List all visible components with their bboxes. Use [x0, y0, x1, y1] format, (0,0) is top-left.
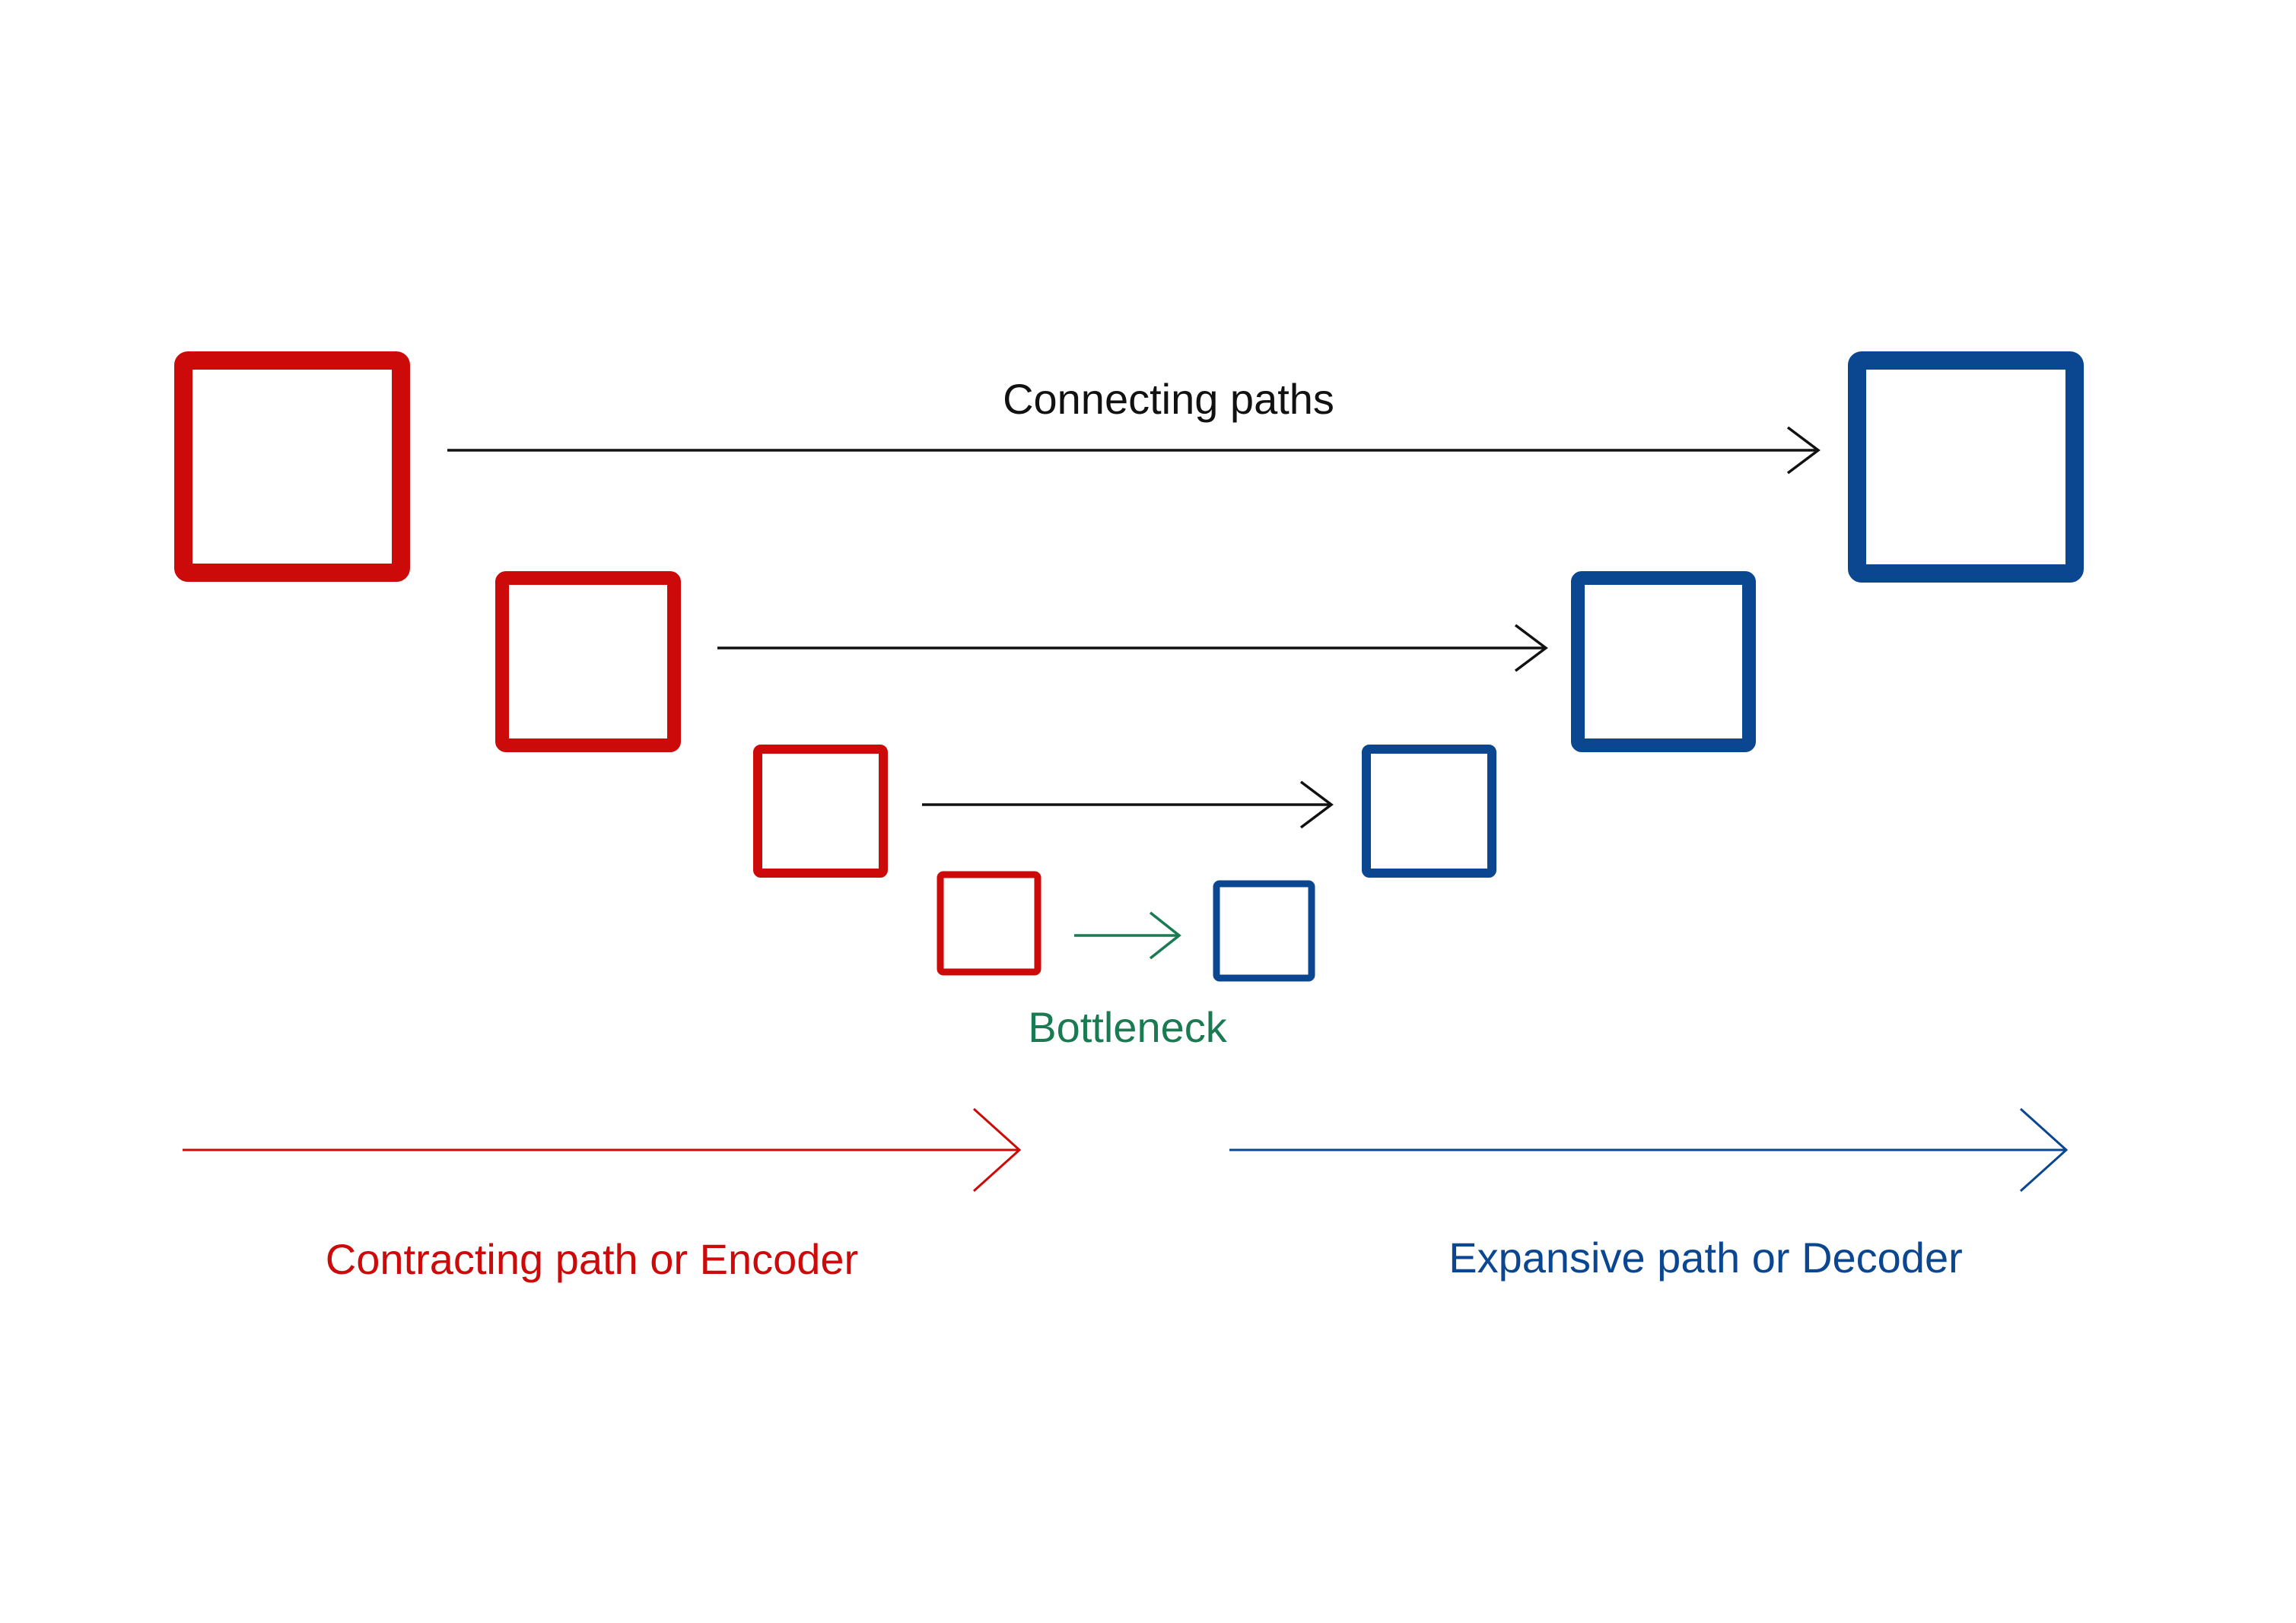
decoder-block-4 — [1848, 351, 2084, 583]
connecting-arrow-1 — [447, 426, 1821, 475]
decoder-blocks — [1213, 351, 2084, 982]
encoder-label: Contracting path or Encoder — [326, 1235, 858, 1283]
connecting-paths-label: Connecting paths — [1003, 375, 1334, 423]
connecting-arrow-3 — [922, 780, 1334, 829]
encoder-block-2 — [495, 571, 681, 752]
encoder-block-4 — [937, 871, 1041, 976]
encoder-block-3 — [753, 745, 888, 878]
decoder-direction-arrow — [1229, 1107, 2069, 1193]
connecting-arrows — [447, 426, 1821, 829]
bottleneck-arrow — [1074, 911, 1181, 960]
bottleneck-label: Bottleneck — [1028, 1003, 1227, 1051]
encoder-direction-arrow — [183, 1107, 1022, 1193]
encoder-block-1 — [174, 351, 410, 582]
decoder-block-1 — [1213, 880, 1315, 982]
decoder-block-2 — [1362, 745, 1496, 878]
decoder-label: Expansive path or Decoder — [1449, 1234, 1963, 1282]
encoder-blocks — [174, 351, 1041, 976]
connecting-arrow-2 — [717, 624, 1548, 672]
decoder-block-3 — [1571, 571, 1756, 752]
